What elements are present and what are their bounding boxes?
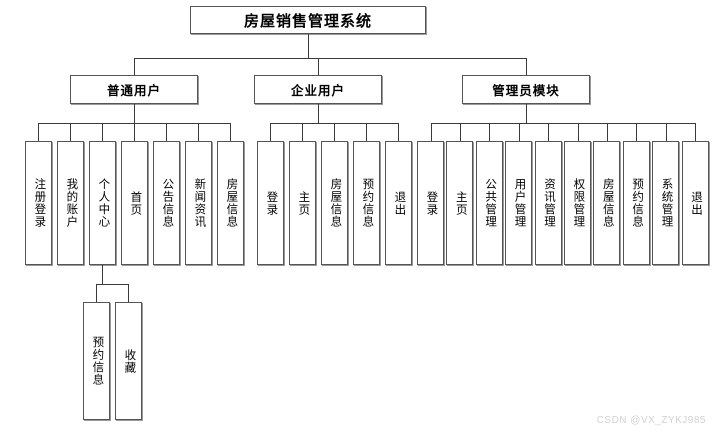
node-leaf-my-account[interactable]: 我的账户	[57, 141, 84, 265]
node-leaf-label: 房屋信息	[225, 178, 238, 228]
node-leaf-admin-logout[interactable]: 退出	[681, 141, 709, 265]
node-leaf-public-management[interactable]: 公共管理	[475, 141, 503, 265]
node-leaf-label: 资讯管理	[542, 178, 555, 228]
node-leaf-permission-management[interactable]: 权限管理	[564, 141, 591, 265]
connector-g3-drop-5	[577, 123, 579, 141]
connector-g3-drop-6	[606, 123, 608, 141]
node-branch-label: 企业用户	[290, 84, 345, 98]
node-leaf-admin-appointment-info[interactable]: 预约信息	[622, 141, 650, 265]
connector-g2-stem	[318, 104, 319, 123]
connector-g3-stem	[526, 104, 527, 123]
node-leaf-enterprise-house-info[interactable]: 房屋信息	[321, 141, 348, 265]
node-root-label: 房屋销售管理系统	[243, 12, 372, 30]
connector-g1-drop-6	[230, 123, 231, 141]
connector-g3-drop-8	[665, 123, 667, 141]
node-leaf-home-page[interactable]: 首页	[121, 141, 148, 265]
connector-g2-drop-4	[398, 123, 399, 141]
connector-drop-branch-1	[318, 58, 319, 75]
node-leaf-label: 权限管理	[572, 178, 585, 228]
connector-g1-drop-0	[38, 123, 39, 141]
node-branch-label: 管理员模块	[492, 84, 560, 98]
connector-g3-drop-9	[695, 123, 697, 141]
connector-root-bus	[134, 58, 527, 59]
node-leaf-label: 登录	[265, 190, 278, 216]
node-leaf-announcement-info[interactable]: 公告信息	[153, 141, 180, 265]
node-leaf-label: 个人中心	[97, 178, 110, 228]
node-leaf-label: 房屋信息	[601, 178, 614, 228]
node-leaf-label: 预约信息	[361, 178, 374, 228]
connector-g3-drop-1	[459, 123, 461, 141]
connector-g1-drop-5	[198, 123, 199, 141]
connector-sub-bus	[96, 284, 129, 285]
connector-sub-stem	[102, 265, 103, 284]
node-leaf-label: 登录	[425, 190, 438, 216]
connector-g1-drop-1	[70, 123, 71, 141]
node-leaf-label: 公共管理	[484, 178, 497, 228]
node-branch-enterprise-user[interactable]: 企业用户	[254, 75, 382, 104]
connector-g2-drop-3	[366, 123, 367, 141]
connector-g3-drop-7	[636, 123, 638, 141]
node-leaf-label: 房屋信息	[329, 178, 342, 228]
node-leaf-house-info[interactable]: 房屋信息	[217, 141, 244, 265]
connector-g1-drop-3	[134, 123, 135, 141]
node-leaf-enterprise-appointment-info[interactable]: 预约信息	[353, 141, 380, 265]
node-branch-common-user[interactable]: 普通用户	[70, 75, 198, 104]
node-leaf-news-info[interactable]: 新闻资讯	[185, 141, 212, 265]
connector-g1-drop-2	[102, 123, 103, 141]
node-leaf-label: 公告信息	[161, 178, 174, 228]
node-leaf-label: 我的账户	[65, 178, 78, 228]
node-leaf-label: 主页	[454, 190, 467, 216]
connector-g1-stem	[134, 104, 135, 123]
node-leaf-personal-center[interactable]: 个人中心	[89, 141, 116, 265]
node-leaf-label: 退出	[689, 190, 702, 216]
node-branch-label: 普通用户	[106, 84, 161, 98]
connector-drop-branch-2	[526, 58, 527, 75]
connector-root-stem	[308, 34, 309, 58]
node-subleaf-label: 收藏	[123, 348, 136, 374]
node-subleaf-favorites[interactable]: 收藏	[115, 302, 142, 420]
node-leaf-info-management[interactable]: 资讯管理	[534, 141, 562, 265]
node-leaf-enterprise-login[interactable]: 登录	[257, 141, 284, 265]
node-subleaf-appointment-info[interactable]: 预约信息	[83, 302, 110, 420]
connector-g2-drop-2	[334, 123, 335, 141]
node-leaf-label: 首页	[129, 190, 142, 216]
connector-sub-drop-0	[96, 284, 97, 302]
connector-g2-drop-0	[270, 123, 271, 141]
node-leaf-label: 预约信息	[631, 178, 644, 228]
node-leaf-system-management[interactable]: 系统管理	[652, 141, 680, 265]
node-leaf-user-management[interactable]: 用户管理	[505, 141, 533, 265]
node-leaf-admin-main-page[interactable]: 主页	[446, 141, 474, 265]
node-leaf-enterprise-logout[interactable]: 退出	[385, 141, 412, 265]
connector-g3-drop-3	[518, 123, 520, 141]
node-leaf-label: 用户管理	[513, 178, 526, 228]
connector-g1-drop-4	[166, 123, 167, 141]
node-leaf-admin-house-info[interactable]: 房屋信息	[593, 141, 621, 265]
node-leaf-register-login[interactable]: 注册登录	[25, 141, 52, 265]
connector-sub-drop-1	[128, 284, 129, 302]
connector-g2-drop-1	[302, 123, 303, 141]
node-branch-admin-module[interactable]: 管理员模块	[462, 75, 590, 104]
node-leaf-label: 系统管理	[660, 178, 673, 228]
node-subleaf-label: 预约信息	[91, 336, 104, 386]
node-leaf-label: 注册登录	[33, 178, 46, 228]
node-leaf-enterprise-main-page[interactable]: 主页	[289, 141, 316, 265]
node-root[interactable]: 房屋销售管理系统	[190, 6, 426, 34]
connector-g3-drop-0	[430, 123, 432, 141]
node-leaf-label: 新闻资讯	[193, 178, 206, 228]
connector-g3-bus	[430, 123, 696, 124]
watermark: CSDN @VX_ZYKJ985	[596, 415, 706, 426]
node-leaf-admin-login[interactable]: 登录	[417, 141, 444, 265]
node-leaf-label: 退出	[393, 190, 406, 216]
connector-g3-drop-4	[548, 123, 550, 141]
connector-drop-branch-0	[134, 58, 135, 75]
node-leaf-label: 主页	[297, 190, 310, 216]
connector-g3-drop-2	[489, 123, 491, 141]
